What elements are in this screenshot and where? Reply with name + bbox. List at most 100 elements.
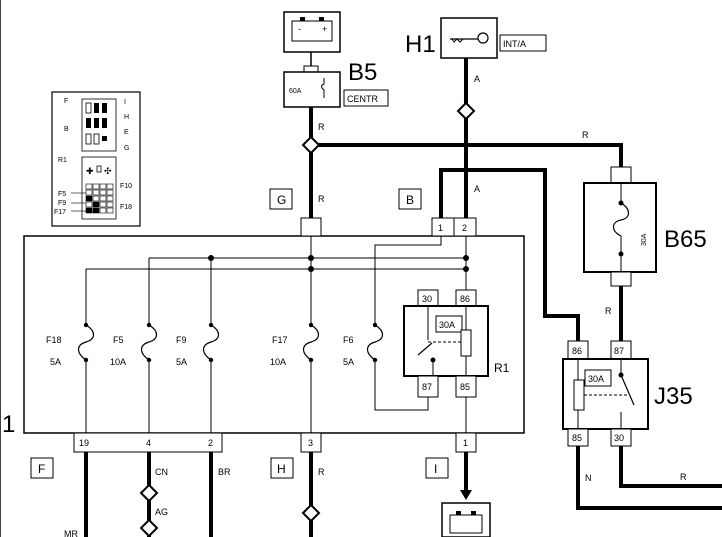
fuse-f9-rating: 5A <box>176 357 187 367</box>
fuse-symbols <box>77 324 384 361</box>
splice-diamond <box>139 483 159 503</box>
fuse-f6-symbol <box>366 324 384 361</box>
inset-label-f18: F18 <box>120 204 132 211</box>
wire-label-ag: AG <box>155 507 168 517</box>
inset-label-g: G <box>124 145 129 152</box>
relay-r1: 30 86 87 85 30A <box>403 289 489 398</box>
b5-fuse-rating: 60A <box>289 88 302 95</box>
splice-diamond <box>139 518 159 537</box>
inset-label-r1: R1 <box>58 157 67 164</box>
inset-label-e: E <box>124 129 129 136</box>
wire-label-r-b5: R <box>318 122 325 132</box>
fuse-locator-inset: F I H B E G R1 ✚ ✣ F5 F9 F17 F10 F18 <box>51 91 141 227</box>
splice-diamond <box>301 135 321 155</box>
fuse-f9-name: F9 <box>176 335 187 345</box>
pin-bottom-1: 1 <box>463 438 468 448</box>
fuse-f18-rating: 5A <box>50 357 61 367</box>
wire-label-cn: CN <box>155 467 168 477</box>
wire-label-r-g: R <box>318 194 325 204</box>
splice-diamond <box>301 503 321 523</box>
b65-fuse: 30A <box>583 166 657 287</box>
inset-label-f5: F5 <box>58 191 66 198</box>
b65-fuse-rating: 30A <box>641 233 648 246</box>
fuse-f5-name: F5 <box>113 335 124 345</box>
wire-label-r-b65: R <box>605 306 612 316</box>
r1-pin-86: 86 <box>460 294 470 304</box>
wire-label-mr: MR <box>64 529 78 537</box>
pin-bottom-3: 3 <box>308 438 313 448</box>
wire-a-loop <box>439 168 580 341</box>
battery-minus: - <box>298 24 301 34</box>
internal-wiring <box>85 236 467 433</box>
pin-bottom-19: 19 <box>79 438 89 448</box>
inset-label-i: I <box>124 99 126 106</box>
wire-label-r-h: R <box>318 467 325 477</box>
h1-label: H1 <box>405 31 436 58</box>
wire-label-br: BR <box>218 467 231 477</box>
splice-diamond <box>456 101 476 121</box>
connector-boxes <box>30 188 449 479</box>
inset-label-f9: F9 <box>58 200 66 207</box>
inset-cross-icon: ✣ <box>104 166 112 176</box>
fuse-f9-symbol <box>202 324 220 361</box>
arrow-head <box>460 490 472 500</box>
wire-thick-group <box>84 58 722 537</box>
b5-tag: CENTR <box>347 94 378 104</box>
wire-label-a-b: A <box>474 184 480 194</box>
j35-label: J35 <box>654 383 693 410</box>
wire-j35-30-out <box>619 446 722 488</box>
battery-symbol: - + <box>283 11 341 53</box>
pin-top-1: 1 <box>438 223 443 233</box>
pin-top-2: 2 <box>462 223 467 233</box>
wire-label-a-h1: A <box>474 74 480 84</box>
splice-marks <box>139 101 476 537</box>
j35-pin-30: 30 <box>614 433 624 443</box>
fuse-f17-name: F17 <box>272 335 288 345</box>
pin-bottom-4: 4 <box>146 438 151 448</box>
fuse-f5-rating: 10A <box>110 357 126 367</box>
inset-label-h: H <box>124 114 129 121</box>
j35-pin-87: 87 <box>614 346 624 356</box>
wire-label-n: N <box>585 473 592 483</box>
unit-1-box <box>23 235 525 434</box>
r1-pin-30: 30 <box>422 294 432 304</box>
wire-j35-85-out <box>576 446 722 510</box>
fuse-f5-symbol <box>140 324 158 361</box>
fuse-f17-symbol <box>302 324 320 361</box>
wire-label-r-top: R <box>582 130 589 140</box>
wire-label-r-out: R <box>680 472 687 482</box>
j35-pin-85: 85 <box>572 433 582 443</box>
j35-pin-86: 86 <box>572 346 582 356</box>
fuse-f6-rating: 5A <box>343 357 354 367</box>
b5-fuse-box: 60A <box>283 65 341 108</box>
b5-label: B5 <box>348 59 377 86</box>
j35-relay-rating: 30A <box>588 374 604 384</box>
r1-pin-85: 85 <box>460 382 470 392</box>
unit-1-label: 1 <box>2 411 15 438</box>
battery-plus: + <box>322 24 327 34</box>
inset-label-f17: F17 <box>54 209 66 216</box>
inset-plus-icon: ✚ <box>86 166 94 176</box>
relay-j35: 86 87 85 30 30A <box>562 340 649 447</box>
fuse-f18-symbol <box>77 324 95 361</box>
connector-h: H <box>277 462 286 476</box>
b65-label: B65 <box>664 226 707 253</box>
inset-label-b: B <box>64 126 69 133</box>
key-icon <box>440 17 498 59</box>
r1-relay-rating: 30A <box>439 320 455 330</box>
pin-bottom-2: 2 <box>208 438 213 448</box>
r1-pin-87: 87 <box>422 382 432 392</box>
fuse-f17-rating: 10A <box>270 357 286 367</box>
fuse-f6-name: F6 <box>343 335 354 345</box>
connector-b: B <box>406 193 414 207</box>
connector-g: G <box>277 193 286 207</box>
connector-f: F <box>38 462 45 476</box>
r1-label: R1 <box>494 361 510 375</box>
bottom-connector-partial <box>441 502 491 537</box>
inset-label-f10: F10 <box>120 183 132 190</box>
h1-tag: INT/A <box>503 39 526 49</box>
connector-i: I <box>434 462 437 476</box>
inset-label-f: F <box>64 98 68 105</box>
fuse-f18-name: F18 <box>46 335 62 345</box>
